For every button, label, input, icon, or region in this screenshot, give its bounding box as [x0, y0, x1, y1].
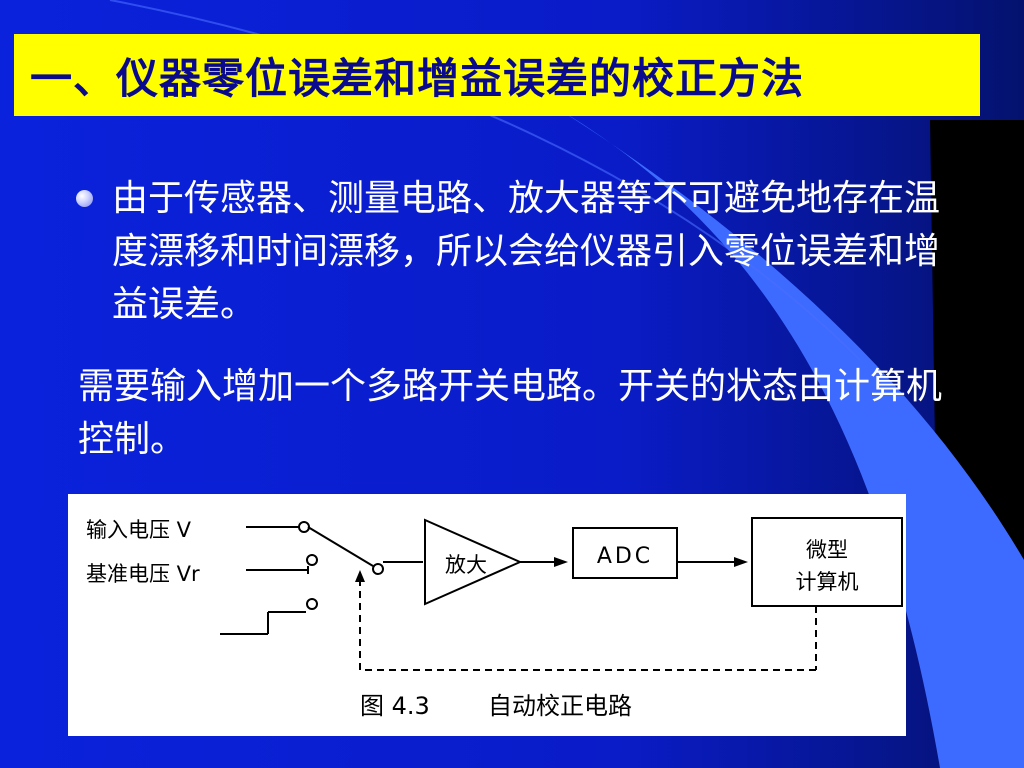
input-voltage-label: 输入电压 V [86, 518, 192, 542]
slide-title: 一、仪器零位误差和增益误差的校正方法 [30, 53, 805, 103]
circuit-diagram: 输入电压 V 基准电压 Vr 放大 ADC 微型 计算机 图 4.3 自动校正电… [68, 494, 906, 736]
figure-number: 图 4.3 [360, 692, 430, 720]
computer-label-line2: 计算机 [795, 570, 859, 594]
bullet-icon [76, 190, 93, 207]
circuit-wiring [220, 517, 903, 671]
bullet-text: 由于传感器、测量电路、放大器等不可避免地存在温度漂移和时间漂移，所以会给仪器引入… [112, 178, 941, 325]
paragraph-text: 需要输入增加一个多路开关电路。开关的状态由计算机控制。 [78, 366, 943, 460]
title-banner: 一、仪器零位误差和增益误差的校正方法 [14, 34, 980, 116]
computer-label-line1: 微型 [806, 538, 848, 562]
figure-caption: 自动校正电路 [488, 692, 632, 720]
reference-voltage-label: 基准电压 Vr [86, 562, 200, 586]
adc-label: ADC [596, 544, 654, 569]
amplifier-label: 放大 [445, 553, 487, 577]
